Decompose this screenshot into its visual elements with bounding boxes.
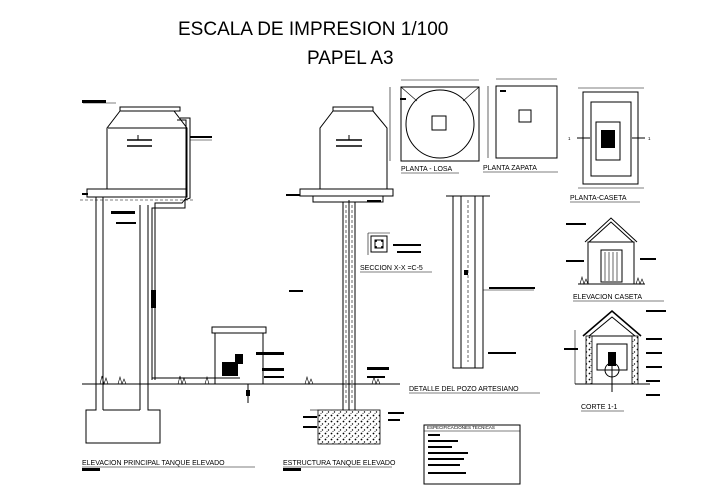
elevation-hut-drawing — [566, 217, 656, 285]
plan-hut-drawing — [577, 87, 645, 189]
paper-size-title: PAPEL A3 — [307, 48, 394, 69]
print-scale-title: ESCALA DE IMPRESION 1/100 — [178, 19, 448, 40]
specs-title: ESPECIFICACIONES TECNICAS — [427, 425, 495, 430]
structure-drawing — [286, 106, 404, 445]
plan-footing-label: PLANTA ZAPATA — [483, 165, 537, 172]
specs-box — [423, 424, 521, 485]
cut-marker-right: 1 — [648, 136, 651, 141]
elevation-main-drawing — [80, 100, 300, 444]
plan-slab-label: PLANTA - LOSA — [401, 166, 453, 173]
section-xx-drawing — [367, 232, 421, 255]
cut-11-drawing — [564, 309, 666, 396]
section-xx-label: SECCION X-X =C-5 — [360, 265, 423, 272]
well-detail-drawing — [446, 195, 535, 369]
plan-footing-drawing — [487, 78, 558, 159]
well-detail-label: DETALLE DEL POZO ARTESIANO — [409, 386, 519, 393]
cut-marker-left: 1 — [568, 136, 571, 141]
elevation-main-label: ELEVACION PRINCIPAL TANQUE ELEVADO — [82, 460, 225, 467]
plan-slab-drawing — [389, 79, 480, 162]
plan-hut-label: PLANTA-CASETA — [570, 195, 627, 202]
structure-label: ESTRUCTURA TANQUE ELEVADO — [283, 460, 396, 467]
elevation-hut-label: ELEVACION CASETA — [573, 294, 642, 301]
cut-11-label: CORTE 1-1 — [581, 404, 618, 411]
